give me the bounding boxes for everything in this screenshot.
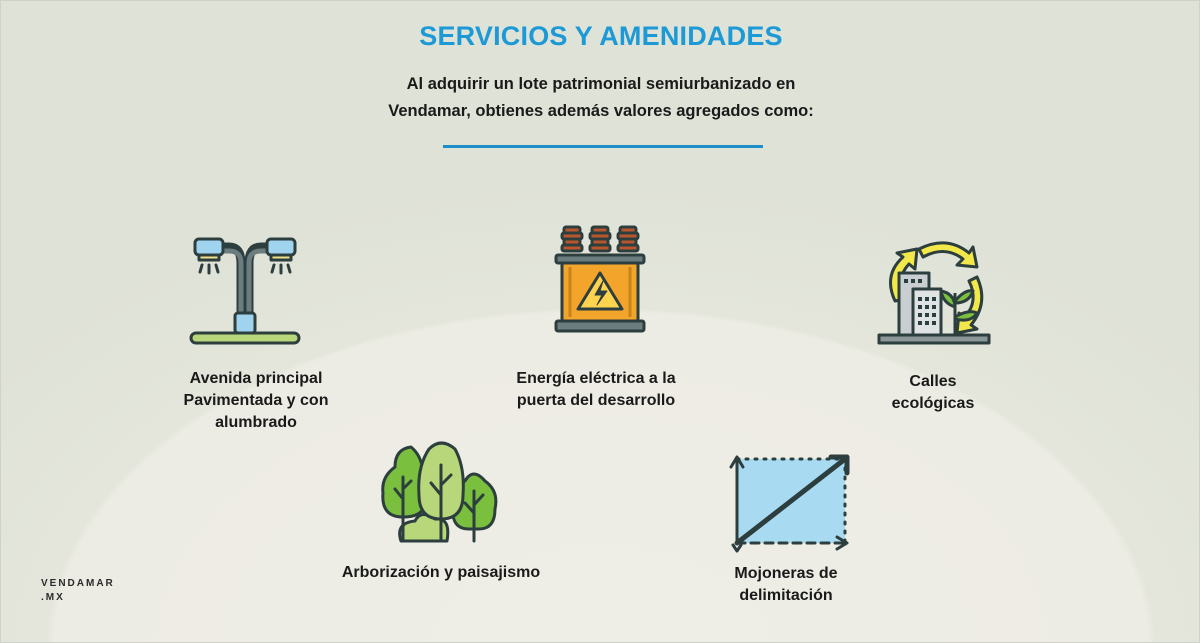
subtitle-line-1: Al adquirir un lote patrimonial semiurba… [406, 75, 796, 93]
avenue-label-line-2: Pavimentada y con [183, 392, 329, 409]
page-title: SERVICIOS Y AMENIDADES [419, 21, 783, 51]
power-label-line-2: puerta del desarrollo [516, 392, 676, 409]
power-label: Energía eléctrica a la puerta del desarr… [491, 368, 701, 412]
logo-line-2: .MX [41, 592, 65, 603]
markers-label-line-2: delimitación [739, 587, 833, 604]
eco-label-line-1: Calles [909, 373, 957, 390]
eco-city-icon [877, 241, 991, 345]
trees-label-line-1: Arborización y paisajismo [341, 564, 541, 581]
boundary-markers-icon [729, 454, 850, 553]
eco-label: Calles ecológicas [823, 371, 1043, 415]
trees-icon [381, 441, 498, 543]
logo-line-1: VENDAMAR [41, 578, 115, 589]
avenue-label-line-1: Avenida principal [189, 370, 323, 387]
subtitle-line-2: Vendamar, obtienes además valores agrega… [388, 102, 814, 120]
street-lamp-icon [189, 237, 301, 345]
transformer-icon [554, 225, 646, 333]
avenue-label: Avenida principal Pavimentada y con alum… [151, 368, 361, 434]
title-divider [443, 145, 763, 148]
avenue-label-line-3: alumbrado [215, 414, 297, 431]
power-label-line-1: Energía eléctrica a la [516, 370, 676, 387]
markers-label: Mojoneras de delimitación [681, 563, 891, 607]
trees-label: Arborización y paisajismo [326, 562, 556, 584]
eco-label-line-2: ecológicas [891, 395, 975, 412]
markers-label-line-1: Mojoneras de [734, 565, 838, 582]
page-subtitle: Al adquirir un lote patrimonial semiurba… [351, 71, 851, 125]
vendamar-logo: VENDAMAR .MX [41, 577, 115, 605]
